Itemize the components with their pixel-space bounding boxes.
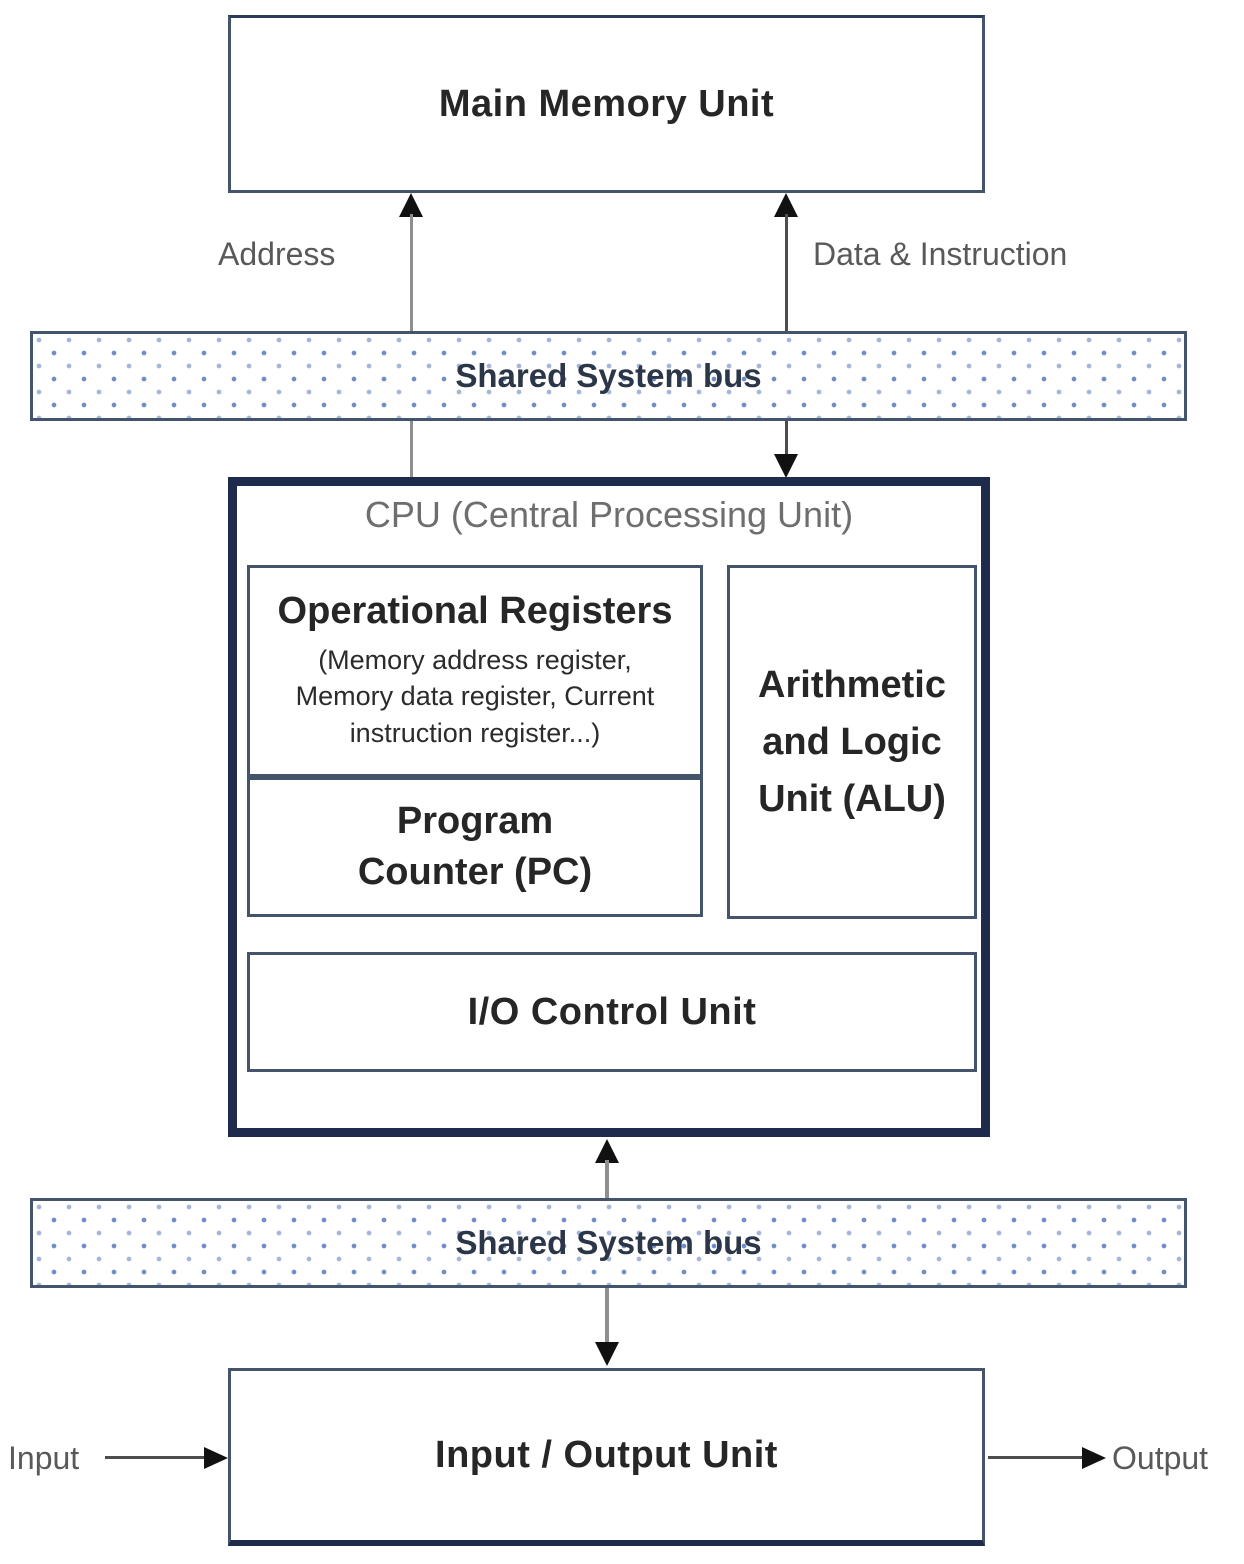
program-counter-label: Program Counter (PC) bbox=[358, 796, 592, 899]
output-arrowhead-icon bbox=[1082, 1447, 1106, 1469]
shared-system-bus-bottom-label: Shared System bus bbox=[455, 1224, 762, 1261]
data-arrowhead-up-icon bbox=[774, 193, 798, 217]
shared-system-bus-top-label: Shared System bus bbox=[455, 357, 762, 394]
input-line bbox=[105, 1456, 207, 1459]
alu-line: and Logic bbox=[762, 720, 942, 763]
cpu-bus-line bbox=[605, 1160, 609, 1198]
operational-registers-box: Operational Registers (Memory address re… bbox=[247, 565, 703, 777]
data-instruction-label: Data & Instruction bbox=[813, 236, 1068, 272]
io-unit-label: Input / Output Unit bbox=[435, 1434, 778, 1476]
address-label: Address bbox=[218, 236, 336, 272]
io-control-unit-label: I/O Control Unit bbox=[467, 990, 757, 1033]
program-counter-line: Program bbox=[396, 799, 554, 842]
address-arrowhead-up-icon bbox=[399, 193, 423, 217]
main-memory-box: Main Memory Unit bbox=[228, 15, 985, 193]
data-line-lower bbox=[785, 421, 788, 459]
data-arrowhead-down-icon bbox=[774, 454, 798, 478]
alu-box: Arithmetic and Logic Unit (ALU) bbox=[727, 565, 977, 919]
program-counter-box: Program Counter (PC) bbox=[247, 777, 703, 917]
cpu-title: CPU (Central Processing Unit) bbox=[364, 494, 854, 535]
alu-line: Arithmetic bbox=[758, 663, 946, 706]
output-label: Output bbox=[1112, 1440, 1209, 1476]
operational-registers-sublabel: (Memory address register, Memory data re… bbox=[296, 642, 655, 751]
cpu-bus-arrowhead-up-icon bbox=[595, 1139, 619, 1163]
alu-line: Unit (ALU) bbox=[758, 777, 946, 820]
operational-registers-title: Operational Registers bbox=[277, 590, 673, 632]
operational-registers-subline: (Memory address register, bbox=[318, 644, 632, 675]
program-counter-line: Counter (PC) bbox=[357, 851, 593, 893]
address-line-upper bbox=[410, 214, 413, 331]
output-line bbox=[988, 1456, 1084, 1459]
operational-registers-subline: instruction register...) bbox=[349, 717, 601, 748]
input-arrowhead-icon bbox=[204, 1447, 228, 1469]
io-control-unit-box: I/O Control Unit bbox=[247, 952, 977, 1072]
io-unit-box: Input / Output Unit bbox=[228, 1368, 985, 1546]
bus-io-line bbox=[605, 1288, 609, 1344]
address-line-lower bbox=[410, 421, 413, 479]
bus-io-arrowhead-down-icon bbox=[595, 1342, 619, 1366]
shared-system-bus-top: Shared System bus bbox=[30, 331, 1187, 421]
input-label: Input bbox=[8, 1440, 80, 1476]
alu-label: Arithmetic and Logic Unit (ALU) bbox=[758, 657, 946, 828]
main-memory-label: Main Memory Unit bbox=[438, 82, 775, 125]
shared-system-bus-bottom: Shared System bus bbox=[30, 1198, 1187, 1288]
data-line-upper bbox=[785, 214, 788, 331]
operational-registers-subline: Memory data register, Current bbox=[295, 681, 655, 712]
